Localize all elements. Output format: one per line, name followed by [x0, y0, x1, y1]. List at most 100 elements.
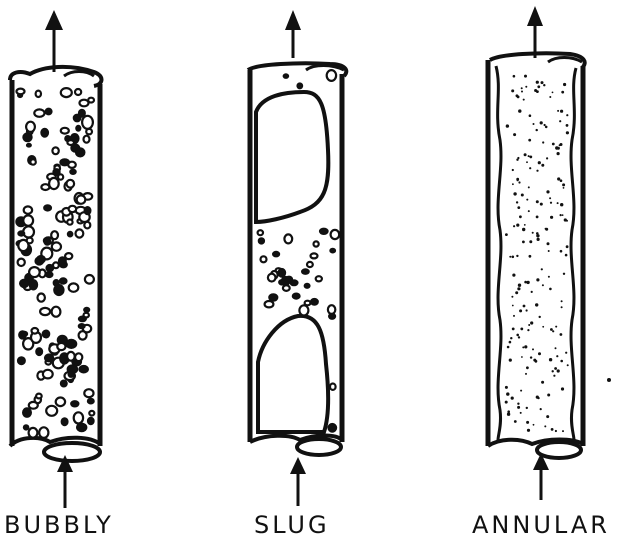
droplet	[536, 396, 539, 399]
bubble	[37, 255, 46, 263]
bubble	[43, 370, 53, 379]
droplet	[507, 346, 510, 349]
bubble	[85, 275, 94, 284]
droplet	[512, 305, 514, 307]
droplet	[511, 89, 514, 92]
bubble	[70, 169, 77, 174]
annular-top-arrow	[527, 6, 543, 58]
bubble	[261, 256, 267, 262]
droplet	[522, 346, 524, 348]
droplet	[566, 124, 569, 127]
droplet	[524, 224, 526, 226]
droplet	[538, 161, 541, 164]
bubble	[284, 234, 292, 243]
bubble	[44, 205, 52, 211]
droplet	[511, 397, 514, 400]
droplet	[561, 387, 564, 390]
bubble	[49, 178, 59, 189]
droplet	[524, 75, 527, 78]
droplet	[526, 366, 529, 369]
droplet	[532, 348, 534, 350]
droplet	[538, 352, 541, 355]
droplet	[509, 359, 512, 362]
droplet	[549, 96, 551, 98]
droplet	[511, 296, 513, 298]
droplet	[544, 425, 546, 427]
droplet	[523, 99, 525, 101]
droplet	[521, 91, 523, 93]
bubble	[68, 162, 76, 168]
droplet	[560, 214, 562, 216]
droplet	[555, 347, 557, 349]
droplet	[566, 114, 568, 116]
droplet	[555, 146, 558, 149]
droplet	[526, 309, 528, 311]
bubble	[23, 133, 32, 142]
droplet	[545, 228, 547, 230]
droplet	[536, 129, 538, 131]
annular-label: ANNULAR	[472, 511, 610, 539]
droplet	[505, 401, 508, 404]
droplet	[509, 341, 512, 344]
droplet	[536, 278, 539, 281]
droplet	[506, 124, 509, 127]
droplet	[537, 238, 540, 241]
bubble	[74, 412, 83, 423]
droplet	[560, 360, 563, 363]
bubble	[41, 128, 49, 137]
bubble	[69, 283, 79, 291]
droplet	[526, 421, 529, 424]
droplet	[517, 406, 520, 409]
bubble	[302, 269, 310, 275]
bubble	[268, 274, 276, 282]
bubble	[279, 280, 286, 286]
droplet	[506, 392, 509, 395]
droplet	[507, 413, 510, 416]
droplet	[541, 81, 544, 84]
bubble	[36, 394, 42, 399]
droplet	[549, 288, 552, 291]
bubble	[79, 331, 87, 339]
taylor-bubble-lower	[258, 316, 328, 432]
droplet	[542, 326, 544, 328]
bubble	[26, 122, 35, 132]
droplet	[524, 153, 527, 156]
droplet	[516, 159, 518, 161]
droplet	[528, 186, 530, 188]
bubble	[45, 108, 52, 115]
bubble	[76, 125, 81, 131]
droplet	[539, 316, 541, 318]
bubble	[78, 316, 86, 322]
bubble	[319, 228, 328, 234]
droplet	[557, 202, 559, 204]
bubble	[297, 83, 303, 89]
bubble	[75, 148, 85, 157]
bubble	[316, 276, 322, 281]
droplet	[540, 408, 542, 410]
bubble	[265, 301, 274, 307]
bubble	[258, 230, 263, 235]
bubble	[304, 283, 310, 288]
droplet	[555, 430, 557, 432]
droplet	[565, 352, 567, 354]
droplet	[518, 109, 521, 112]
droplet	[547, 394, 550, 397]
droplet	[560, 203, 563, 206]
droplet	[524, 281, 527, 284]
droplet	[563, 187, 565, 189]
droplet	[557, 152, 560, 155]
droplet	[521, 87, 523, 89]
droplet	[561, 300, 563, 302]
droplet	[548, 276, 550, 278]
droplet	[530, 321, 533, 324]
bubble	[30, 159, 35, 164]
droplet	[566, 131, 569, 134]
droplet	[550, 328, 553, 331]
droplet	[554, 367, 557, 370]
bubble	[52, 147, 58, 154]
bubble	[23, 408, 32, 418]
bubble	[54, 284, 64, 295]
droplet	[536, 216, 539, 219]
droplet	[513, 315, 515, 317]
bubble	[330, 384, 336, 390]
